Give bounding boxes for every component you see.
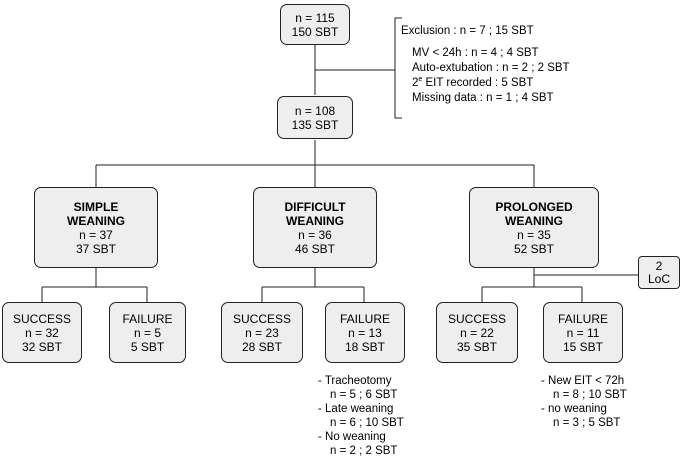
prolonged-title-1: PROLONGED xyxy=(495,199,573,214)
prolonged-failure-sbt: 15 SBT xyxy=(562,339,604,354)
simple-sbt: 37 SBT xyxy=(75,241,117,256)
prolonged-note-noweaning-n: n = 3 ; 5 SBT xyxy=(553,417,621,429)
total-n: n = 115 xyxy=(295,10,335,25)
difficult-failure-n: n = 13 xyxy=(348,325,382,340)
simple-title-1: SIMPLE xyxy=(73,199,119,214)
simple-title-2: WEANING xyxy=(67,213,125,228)
difficult-sbt: 46 SBT xyxy=(294,241,336,256)
difficult-success-box: SUCCESS n = 23 28 SBT xyxy=(221,302,303,363)
included-n: n = 108 xyxy=(294,103,336,118)
simple-success-label: SUCCESS xyxy=(12,311,71,326)
simple-success-sbt: 32 SBT xyxy=(21,339,63,354)
eit-number: 2 xyxy=(412,77,419,89)
total-sbt: 150 SBT xyxy=(291,24,339,39)
prolonged-success-label: SUCCESS xyxy=(447,311,506,326)
difficult-note-tracheotomy-n: n = 5 ; 6 SBT xyxy=(330,389,398,401)
difficult-title-1: DIFFICULT xyxy=(284,199,346,214)
prolonged-failure-label: FAILURE xyxy=(557,311,608,326)
difficult-n: n = 36 xyxy=(298,227,332,242)
difficult-note-late-n: n = 6 ; 10 SBT xyxy=(330,417,404,429)
exclusion-title: Exclusion : n = 7 ; 15 SBT xyxy=(401,25,534,37)
difficult-success-sbt: 28 SBT xyxy=(241,339,283,354)
prolonged-failure-box: FAILURE n = 11 15 SBT xyxy=(543,302,623,363)
exclusion-auto: Auto-extubation : n = 2 ; 2 SBT xyxy=(412,62,570,74)
exclusion-mv: MV < 24h : n = 4 ; 4 SBT xyxy=(412,47,539,59)
loc-n: 2 xyxy=(655,258,663,273)
simple-success-box: SUCCESS n = 32 32 SBT xyxy=(2,302,82,363)
prolonged-n: n = 35 xyxy=(517,227,551,242)
difficult-success-n: n = 23 xyxy=(245,325,279,340)
prolonged-success-box: SUCCESS n = 22 35 SBT xyxy=(436,302,518,363)
prolonged-weaning-box: PROLONGED WEANING n = 35 52 SBT xyxy=(469,187,599,268)
simple-weaning-box: SIMPLE WEANING n = 37 37 SBT xyxy=(34,187,158,268)
loc-box: 2 LoC xyxy=(638,256,680,289)
difficult-title-2: WEANING xyxy=(286,213,344,228)
simple-n: n = 37 xyxy=(79,227,113,242)
difficult-note-tracheotomy: - Tracheotomy xyxy=(318,375,392,387)
included-box: n = 108 135 SBT xyxy=(277,96,353,139)
simple-failure-label: FAILURE xyxy=(122,311,173,326)
difficult-note-late: - Late weaning xyxy=(318,403,394,415)
simple-success-n: n = 32 xyxy=(25,325,59,340)
loc-label: LoC xyxy=(647,271,670,286)
prolonged-failure-n: n = 11 xyxy=(566,325,600,340)
difficult-failure-box: FAILURE n = 13 18 SBT xyxy=(325,302,405,363)
prolonged-success-sbt: 35 SBT xyxy=(456,339,498,354)
eit-rest: EIT recorded : 5 SBT xyxy=(422,77,534,89)
exclusion-missing: Missing data : n = 1 ; 4 SBT xyxy=(412,92,554,104)
difficult-success-label: SUCCESS xyxy=(232,311,291,326)
prolonged-note-noweaning: - no weaning xyxy=(541,403,607,415)
included-sbt: 135 SBT xyxy=(291,117,339,132)
simple-failure-sbt: 5 SBT xyxy=(130,339,165,354)
prolonged-title-2: WEANING xyxy=(505,213,563,228)
difficult-failure-sbt: 18 SBT xyxy=(344,339,386,354)
prolonged-note-neweit: - New EIT < 72h xyxy=(541,375,625,387)
total-box: n = 115 150 SBT xyxy=(280,4,350,45)
difficult-weaning-box: DIFFICULT WEANING n = 36 46 SBT xyxy=(253,187,377,268)
eit-superscript: e xyxy=(418,76,423,84)
simple-failure-box: FAILURE n = 5 5 SBT xyxy=(109,302,186,363)
exclusion-eit: 2e EIT recorded : 5 SBT xyxy=(412,76,534,91)
difficult-note-noweaning: - No weaning xyxy=(318,431,386,443)
prolonged-note-neweit-n: n = 8 ; 10 SBT xyxy=(553,389,627,401)
simple-failure-n: n = 5 xyxy=(133,325,162,340)
prolonged-success-n: n = 22 xyxy=(460,325,494,340)
difficult-note-noweaning-n: n = 2 ; 2 SBT xyxy=(330,445,398,457)
prolonged-sbt: 52 SBT xyxy=(513,241,555,256)
difficult-failure-label: FAILURE xyxy=(339,311,390,326)
